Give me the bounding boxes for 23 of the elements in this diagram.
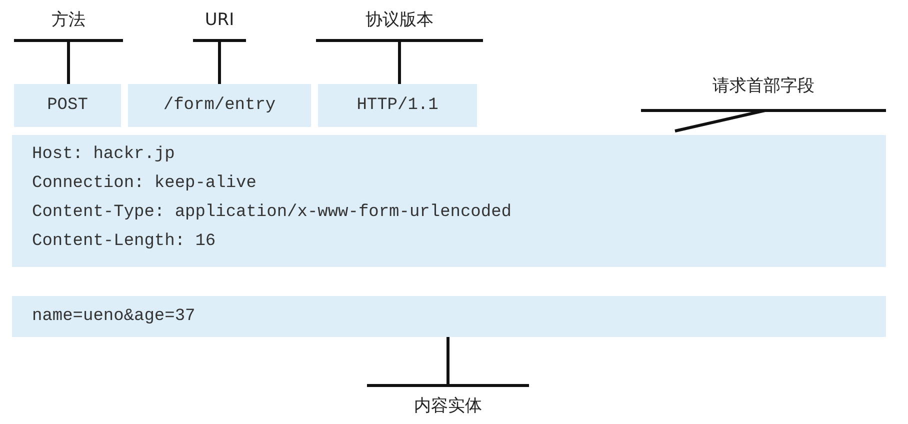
method-cell [14,84,121,127]
header-field: Content-Length: 16 [32,227,216,256]
leader-line [398,40,401,84]
header-field: Host: hackr.jp [32,140,175,169]
callout-label: 内容实体 [367,384,529,418]
callout-label: URI [193,8,246,42]
field-text: POST [47,95,88,117]
callout-label: 方法 [14,8,123,42]
header-field: Connection: keep-alive [32,169,256,198]
leader-line [674,109,766,132]
leader-line [67,40,70,84]
leader-line [218,40,221,84]
uri-cell [128,84,311,127]
callout-label: 请求首部字段 [641,74,886,112]
field-text: HTTP/1.1 [356,95,438,117]
body-panel [12,296,886,337]
header-field: Content-Type: application/x-www-form-urlencoded [32,198,512,227]
header-panel [12,135,886,267]
field-text: /form/entry [163,95,276,117]
field-text: name=ueno&age=37 [32,306,196,328]
version-cell [318,84,477,127]
leader-line [446,337,450,386]
callout-label: 协议版本 [316,8,483,42]
